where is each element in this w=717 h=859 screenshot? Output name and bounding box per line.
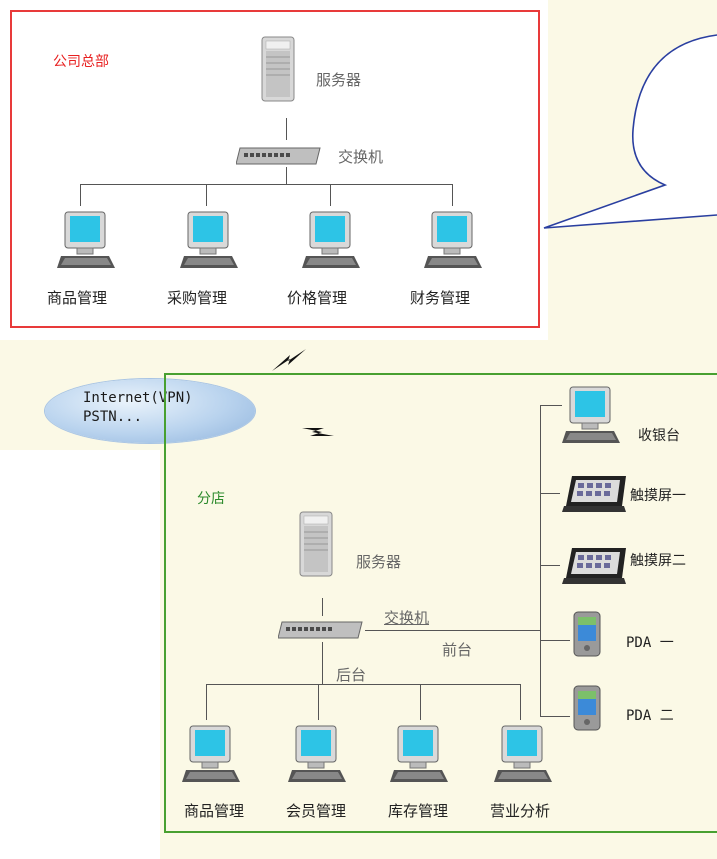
touchscreen-icon	[562, 548, 626, 584]
hq-server-label: 服务器	[316, 71, 362, 89]
computer-icon	[424, 211, 482, 268]
hq-client-label: 采购管理	[167, 289, 228, 307]
branch-switch-label: 交换机	[384, 609, 430, 627]
switch-icon	[278, 621, 363, 639]
touchscreen-icon	[562, 476, 626, 512]
hq-drop-3	[330, 184, 331, 206]
hq-server-switch-link	[286, 118, 287, 140]
lightning-icon	[272, 349, 306, 371]
branch-client-label: 库存管理	[388, 802, 449, 820]
cloud-shape	[45, 379, 255, 443]
computer-icon	[562, 386, 620, 443]
hq-client-label: 财务管理	[410, 289, 471, 307]
hq-drop-1	[80, 184, 81, 206]
lightning-icon	[302, 428, 334, 436]
computer-icon	[288, 725, 346, 782]
computer-icon	[57, 211, 115, 268]
hq-switch-label: 交换机	[338, 148, 384, 166]
terminal-tick	[540, 493, 560, 494]
computer-icon	[180, 211, 238, 268]
pda-icon	[573, 685, 601, 731]
server-icon	[261, 36, 295, 102]
hq-drop-4	[452, 184, 453, 206]
hq-client-label: 价格管理	[287, 289, 348, 307]
branch-border-top	[442, 373, 717, 375]
switch-icon	[236, 147, 321, 165]
branch-server-label: 服务器	[356, 553, 402, 571]
branch-switch-drop	[322, 642, 323, 684]
branch-drop-4	[520, 684, 521, 720]
front-label: 前台	[442, 641, 473, 659]
hq-bus	[80, 184, 453, 185]
terminal-label: 触摸屏二	[630, 553, 686, 569]
computer-icon	[494, 725, 552, 782]
terminal-label: PDA 二	[626, 708, 674, 724]
branch-server-switch-link	[322, 598, 323, 616]
terminal-tick	[540, 565, 560, 566]
hq-drop-2	[206, 184, 207, 206]
terminal-tick	[540, 405, 562, 406]
branch-client-label: 营业分析	[490, 802, 551, 820]
headquarters-label: 公司总部	[53, 54, 109, 70]
hq-client-label: 商品管理	[47, 289, 108, 307]
background-white-lower	[0, 450, 160, 859]
back-label: 后台	[336, 666, 367, 684]
branch-box	[164, 373, 717, 833]
front-link	[365, 630, 540, 631]
network-line-2: PSTN...	[83, 409, 143, 425]
branch-bus	[206, 684, 521, 685]
terminal-tick	[540, 716, 570, 717]
branch-drop-3	[420, 684, 421, 720]
branch-drop-1	[206, 684, 207, 720]
terminal-label: PDA 一	[626, 635, 674, 651]
terminal-bus	[540, 405, 541, 717]
hq-switch-drop	[286, 167, 287, 184]
terminal-label: 收银台	[638, 428, 680, 444]
branch-label: 分店	[197, 491, 225, 507]
server-icon	[299, 511, 333, 577]
terminal-tick	[540, 640, 570, 641]
branch-client-label: 商品管理	[184, 802, 245, 820]
computer-icon	[302, 211, 360, 268]
pda-icon	[573, 611, 601, 657]
computer-icon	[182, 725, 240, 782]
computer-icon	[390, 725, 448, 782]
branch-client-label: 会员管理	[286, 802, 347, 820]
branch-drop-2	[318, 684, 319, 720]
terminal-label: 触摸屏一	[630, 488, 686, 504]
